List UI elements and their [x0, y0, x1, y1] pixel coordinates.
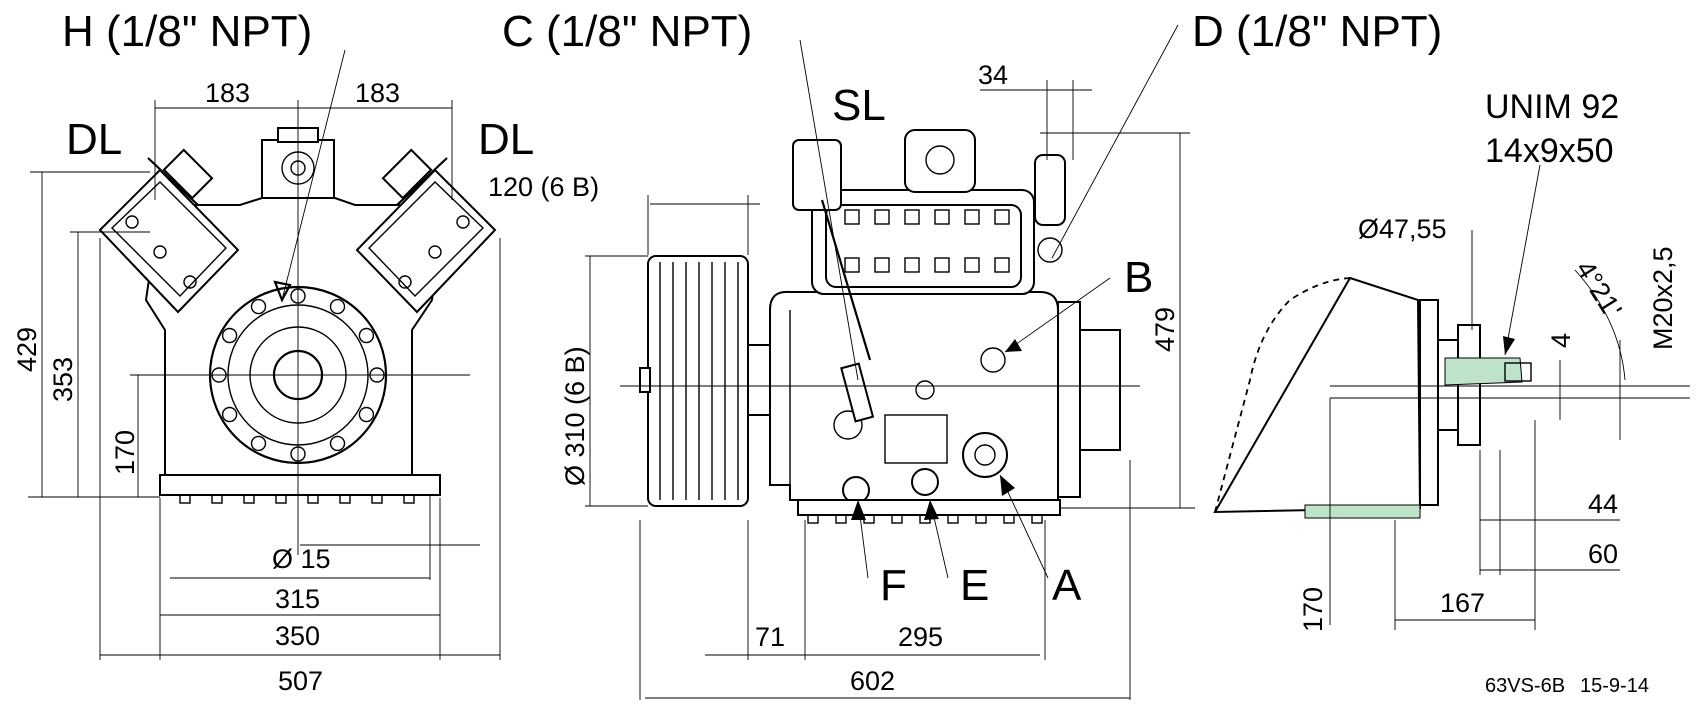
- head-bolt: [844, 257, 860, 273]
- head-bolt: [934, 209, 950, 225]
- side-view: [585, 24, 1195, 700]
- drawing-date: 15-9-14: [1580, 675, 1649, 697]
- flange-bolt: [221, 406, 238, 423]
- head-bolt: [964, 257, 980, 273]
- base-bolt: [275, 494, 287, 504]
- dim-34: 34: [978, 60, 1008, 90]
- label-c: C (1/8" NPT): [502, 7, 752, 56]
- base-bolt: [1003, 514, 1015, 524]
- dim-angle: 4°21': [1570, 255, 1628, 323]
- label-sl: SL: [832, 81, 886, 130]
- dim-60: 60: [1588, 539, 1618, 569]
- dim-507: 507: [278, 666, 323, 696]
- head-bolt: [904, 209, 920, 225]
- dim-shaft-dia: Ø47,55: [1358, 214, 1447, 244]
- key-spec-line2: 14x9x50: [1485, 132, 1614, 170]
- label-f: F: [880, 561, 907, 610]
- label-dl-left: DL: [66, 115, 122, 164]
- dim-602: 602: [850, 666, 895, 696]
- base-bolt: [371, 494, 383, 504]
- dim-pulley-width: 120 (6 B): [488, 172, 599, 202]
- dim-44: 44: [1588, 489, 1618, 519]
- key-spec-line1: UNIM 92: [1485, 88, 1619, 126]
- dim-pulley-dia: Ø 310 (6 B): [560, 346, 590, 486]
- dim-353: 353: [48, 357, 78, 402]
- dim-hole-15: Ø 15: [272, 544, 331, 574]
- dim-295: 295: [898, 622, 943, 652]
- head-bolt: [874, 209, 890, 225]
- flange-bolt: [358, 327, 375, 344]
- head-bolt: [934, 257, 950, 273]
- dim-170-front: 170: [110, 430, 140, 475]
- side-heads: [792, 129, 1066, 295]
- label-d: D (1/8" NPT): [1192, 7, 1442, 56]
- head-bolt: [904, 257, 920, 273]
- dim-350: 350: [275, 621, 320, 651]
- shaft-view: [1213, 164, 1690, 630]
- right-cylinder-head: [355, 148, 497, 314]
- base-bolt: [835, 514, 847, 524]
- flange-bolt: [329, 435, 346, 452]
- dim-315: 315: [275, 584, 320, 614]
- flange-bolt: [250, 435, 267, 452]
- label-e: E: [960, 561, 989, 610]
- dim-4: 4: [1546, 333, 1576, 348]
- base-bolt: [403, 494, 415, 504]
- flange-bolt: [358, 406, 375, 423]
- label-a: A: [1052, 561, 1082, 610]
- dim-479: 479: [1150, 307, 1180, 352]
- pulley: [639, 255, 771, 507]
- head-bolt: [994, 209, 1010, 225]
- dim-429: 429: [12, 327, 42, 372]
- dim-183-right: 183: [355, 78, 400, 108]
- base-bolt: [243, 494, 255, 504]
- dim-183-left: 183: [205, 78, 250, 108]
- head-bolt: [844, 209, 860, 225]
- label-h: H (1/8" NPT): [62, 7, 312, 56]
- label-dl-right: DL: [478, 115, 534, 164]
- left-cylinder-head: [98, 148, 240, 314]
- model-code: 63VS-6B: [1485, 675, 1565, 697]
- base-bolt: [807, 514, 819, 524]
- dim-71: 71: [755, 622, 785, 652]
- base-bolt: [1031, 514, 1043, 524]
- base-bolt: [211, 494, 223, 504]
- head-bolt: [874, 257, 890, 273]
- base-bolt: [307, 494, 319, 504]
- dim-thread: M20x2,5: [1648, 246, 1678, 350]
- flange-bolt: [329, 298, 346, 315]
- base-bolt: [975, 514, 987, 524]
- flange-bolt: [250, 298, 267, 315]
- base-bolt: [947, 514, 959, 524]
- base-bolt: [891, 514, 903, 524]
- label-b: B: [1124, 253, 1153, 302]
- base-bolt: [339, 494, 351, 504]
- flange-bolt: [221, 327, 238, 344]
- base-bolt: [179, 494, 191, 504]
- front-view: [28, 49, 501, 660]
- dim-170-shaft: 170: [1298, 587, 1328, 632]
- head-bolt: [964, 209, 980, 225]
- head-bolt: [994, 257, 1010, 273]
- dim-167: 167: [1440, 588, 1485, 618]
